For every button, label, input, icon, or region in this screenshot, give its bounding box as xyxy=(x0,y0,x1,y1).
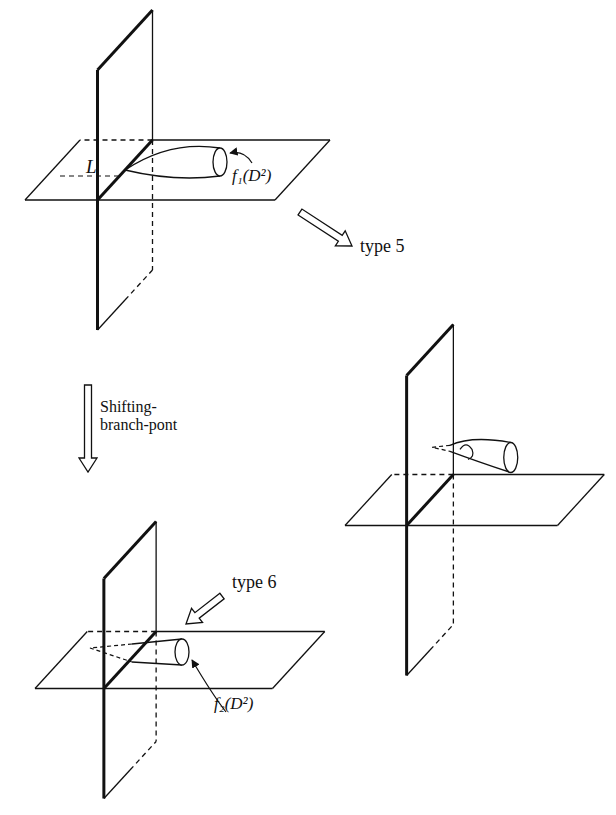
plane-edge-thick xyxy=(104,522,156,579)
plane-edge xyxy=(407,650,430,676)
plane-edge-thick xyxy=(96,70,99,200)
hidden-line xyxy=(432,445,450,451)
plane-edge xyxy=(430,625,453,651)
disk-end xyxy=(213,148,227,176)
move-arrow xyxy=(79,385,97,472)
tube-outline xyxy=(132,639,182,644)
disk-end xyxy=(504,443,518,473)
tube-outline xyxy=(450,439,511,445)
disk-outline xyxy=(125,146,220,170)
plane-edge xyxy=(87,631,156,632)
plane-edge xyxy=(152,140,153,270)
map-label: f₂(D²) xyxy=(214,694,253,714)
plane-edge-thick xyxy=(102,579,105,689)
plane-pair xyxy=(35,522,325,799)
plane-edge xyxy=(104,770,130,799)
plane-edge xyxy=(35,632,87,689)
plane-edge-thick xyxy=(102,689,105,799)
move-label: Shifting- branch-pont xyxy=(100,398,192,435)
plane-edge xyxy=(273,632,325,689)
move-arrow xyxy=(298,209,352,246)
plane-edge xyxy=(155,522,156,632)
line-label: L xyxy=(86,156,97,178)
plane-edge-thick xyxy=(98,10,153,70)
plane-edge xyxy=(345,525,407,526)
plane-edge xyxy=(453,475,454,625)
plane-edge xyxy=(130,742,156,771)
move-arrow xyxy=(186,593,224,624)
plane-pair xyxy=(345,325,604,676)
plane-edge xyxy=(98,300,126,330)
move-label: type 5 xyxy=(360,236,405,257)
plane-edge xyxy=(80,139,153,140)
plane-edge xyxy=(104,688,273,689)
plane-edge xyxy=(153,139,331,140)
hidden-line xyxy=(90,644,132,662)
plane-edge xyxy=(453,474,604,475)
plane-edge-thick xyxy=(405,376,408,526)
disk-end xyxy=(175,639,189,665)
move-label: type 6 xyxy=(232,572,277,593)
intersection-line xyxy=(407,475,454,526)
plane-pair xyxy=(25,10,330,330)
plane-edge xyxy=(98,199,276,200)
plane-edge-thick xyxy=(96,200,99,330)
disk-outline xyxy=(125,170,220,178)
tube-outline xyxy=(132,662,182,665)
pointer-arrow xyxy=(230,152,252,163)
plane-edge xyxy=(155,632,156,742)
plane-edge xyxy=(35,688,104,689)
plane-edge-thick xyxy=(407,325,454,376)
plane-edge xyxy=(407,525,558,526)
plane-edge xyxy=(25,140,80,200)
branch-curl xyxy=(460,445,473,460)
plane-edge xyxy=(345,475,392,526)
plane-edge xyxy=(25,199,98,200)
map-label: f₁(D²) xyxy=(232,166,271,186)
plane-edge xyxy=(558,475,605,526)
plane-edge xyxy=(152,10,153,140)
plane-edge-thick xyxy=(405,526,408,676)
intersection-line xyxy=(104,632,156,689)
plane-edge xyxy=(275,140,330,200)
plane-edge xyxy=(125,270,153,300)
tube-outline xyxy=(450,451,511,472)
plane-edge xyxy=(156,631,325,632)
plane-edge xyxy=(392,474,454,475)
